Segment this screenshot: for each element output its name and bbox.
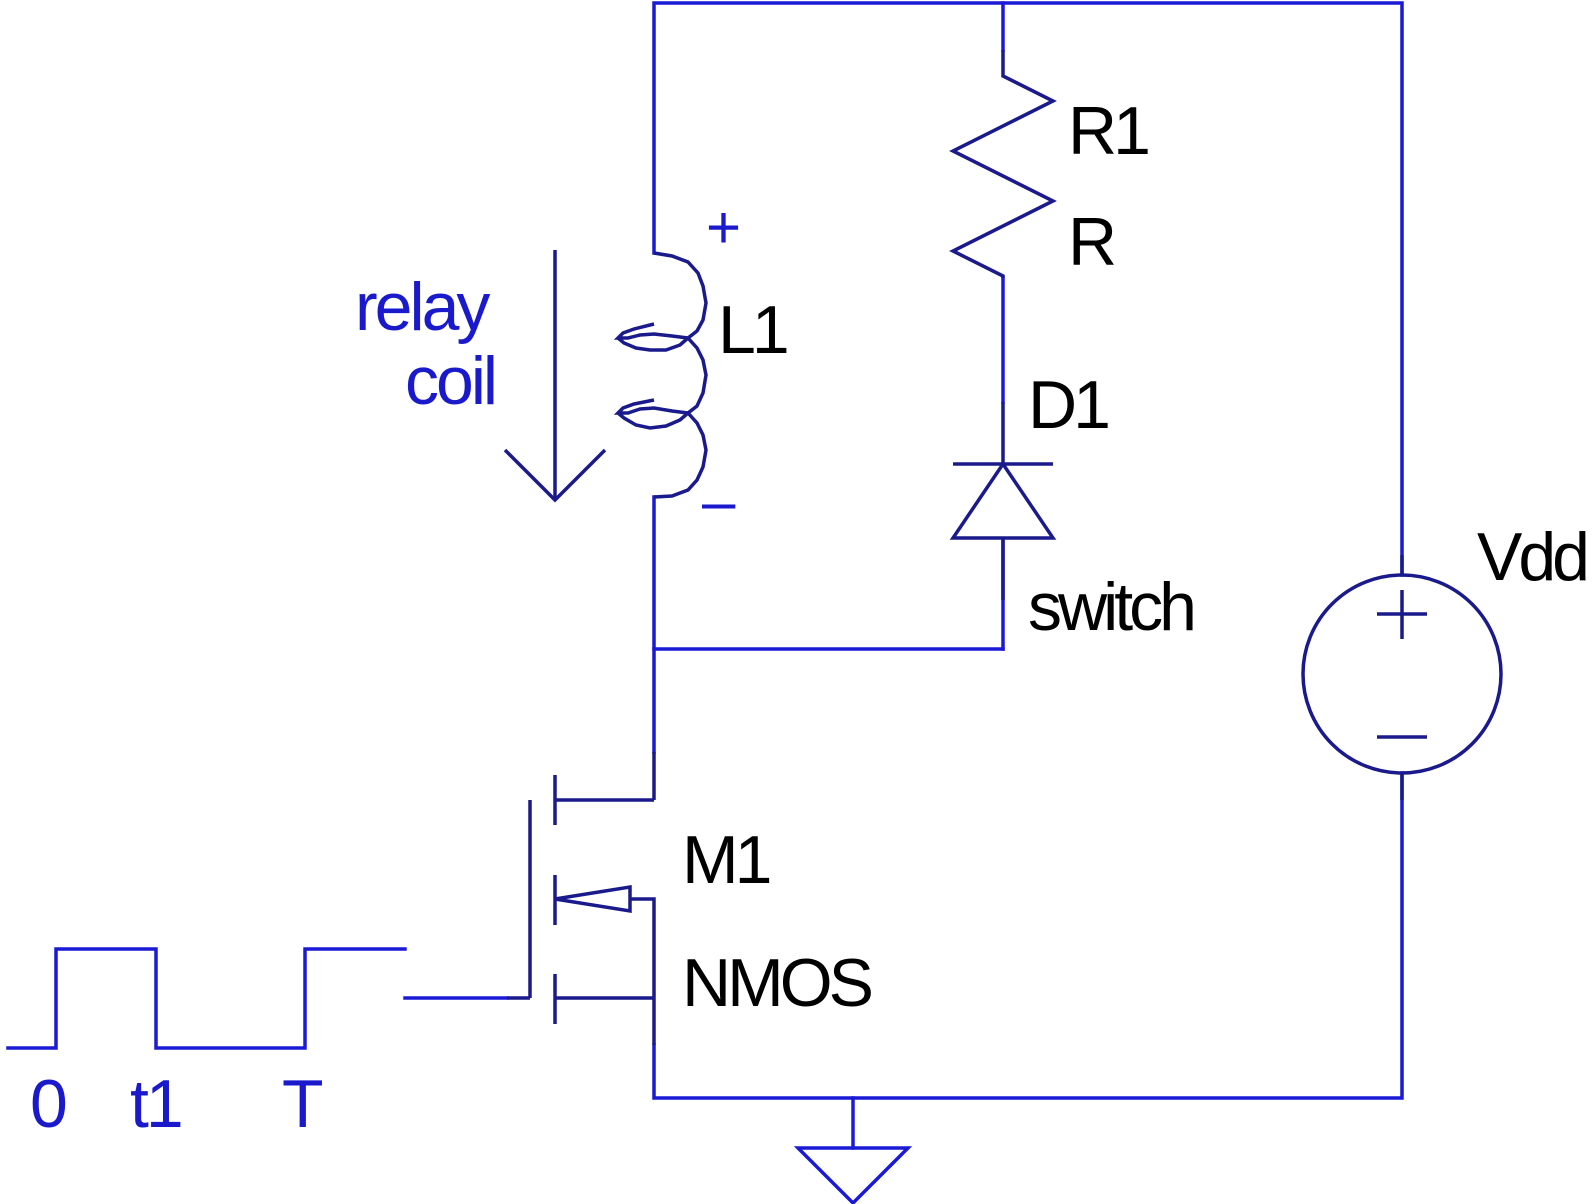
inductor-ref-label: L1 <box>718 292 787 368</box>
resistor-zigzag <box>949 50 1057 278</box>
coil-label: coil <box>405 343 495 419</box>
source-plus-sign <box>1377 590 1427 639</box>
body-connection <box>630 897 656 998</box>
voltage-source-vdd[interactable] <box>1301 555 1503 800</box>
pulse-label-t1: t1 <box>130 1066 181 1142</box>
wires <box>403 1 1404 1150</box>
inductor-coil <box>613 251 708 499</box>
diode-d1[interactable] <box>949 402 1057 600</box>
resistor-ref-label: R1 <box>1068 93 1148 169</box>
resistor-r1[interactable] <box>949 50 1057 278</box>
source-ref-label: Vdd <box>1477 519 1586 595</box>
diode-value-label: switch <box>1028 569 1193 645</box>
nmos-ref-label: M1 <box>682 822 770 898</box>
inductor-plus-sign: + <box>706 194 739 261</box>
relay-label: relay <box>355 269 490 345</box>
arrow-head <box>503 448 607 503</box>
pulse-label-0: 0 <box>30 1066 66 1142</box>
nmos-value-label: NMOS <box>682 945 872 1021</box>
inductor-minus-sign: – <box>702 468 736 535</box>
diode-triangle <box>949 460 1057 540</box>
ground-symbol <box>793 1146 913 1204</box>
resistor-value-label: R <box>1068 204 1114 280</box>
diode-ref-label: D1 <box>1028 367 1108 443</box>
ground-rail-wire <box>652 771 1404 1100</box>
top-rail-wire <box>652 1 1404 577</box>
current-direction-arrow <box>503 250 607 503</box>
body-arrow <box>554 884 632 914</box>
pulse-label-T: T <box>282 1066 322 1142</box>
inductor-l1[interactable] <box>613 251 708 499</box>
gate-pulse-waveform <box>6 947 407 1050</box>
nmos-m1[interactable] <box>507 752 656 1045</box>
